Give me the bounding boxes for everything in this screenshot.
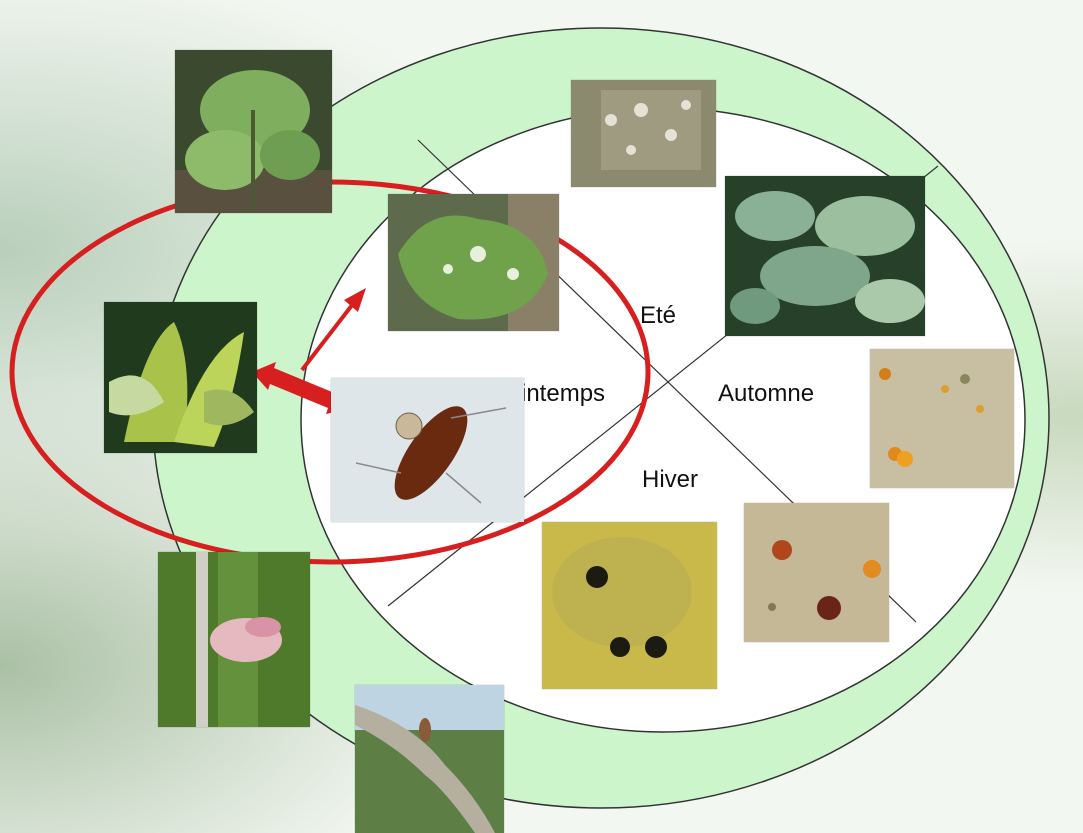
photo-infected-foliage bbox=[725, 176, 925, 336]
photo-microscope-ascoma bbox=[331, 378, 524, 522]
photo-oak-shoot bbox=[175, 50, 332, 213]
photo-mycelium bbox=[571, 80, 716, 187]
photo-dormant-bud bbox=[355, 685, 504, 833]
photo-dark-chasmothecia bbox=[542, 522, 717, 689]
label-ete: Eté bbox=[640, 302, 676, 330]
photo-orange-chasmothecia bbox=[870, 349, 1014, 488]
photo-young-oak-leaves bbox=[104, 302, 257, 453]
photo-leaf-white-spots bbox=[388, 194, 559, 331]
photo-bud-opening bbox=[158, 552, 310, 727]
label-automne: Automne bbox=[718, 380, 814, 408]
label-hiver: Hiver bbox=[642, 466, 698, 494]
photo-brown-chasmothecia bbox=[744, 503, 889, 642]
